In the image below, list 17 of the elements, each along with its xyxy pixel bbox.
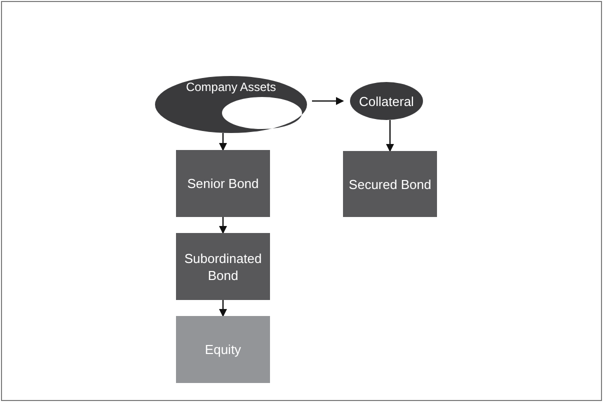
arrow	[312, 97, 344, 105]
process-box	[176, 316, 270, 383]
node-label: Secured Bond	[348, 176, 432, 192]
process-box	[176, 233, 270, 300]
arrow	[386, 120, 394, 152]
node-label: Senior Bond	[187, 175, 259, 192]
arrow	[219, 217, 227, 234]
process-box	[343, 151, 437, 217]
node-label: Collateral	[359, 92, 414, 110]
ellipse-node	[350, 82, 423, 120]
arrow	[219, 300, 227, 317]
node-label: Company Assets	[186, 80, 276, 95]
process-box	[176, 150, 270, 217]
node-label: Equity	[204, 341, 242, 358]
node-label: Subordinated Bond	[183, 250, 263, 284]
arrow	[219, 133, 227, 151]
crescent-shape	[155, 76, 307, 133]
